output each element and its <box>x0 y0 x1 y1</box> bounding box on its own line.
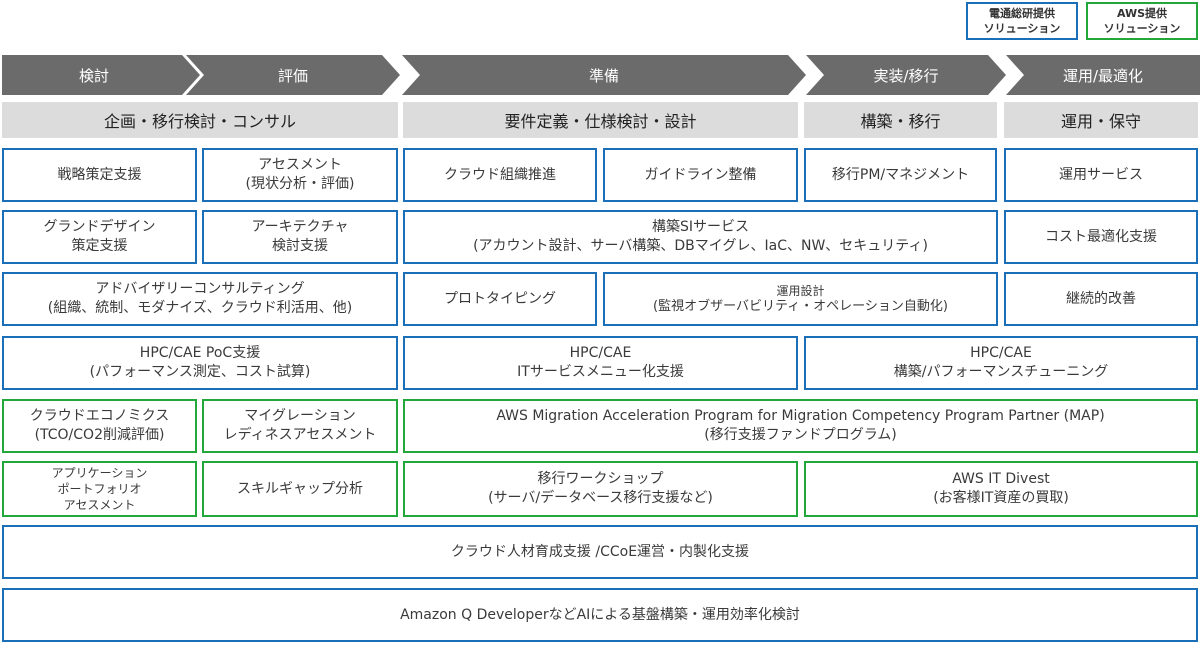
category-label: 構築・移行 <box>860 112 941 131</box>
category-operations: 運用・保守 <box>1004 102 1198 138</box>
box-text: AWS IT Divest <box>952 471 1050 487</box>
box-continuous-improvement: 継続的改善 <box>1004 272 1198 326</box>
box-text: AWS Migration Acceleration Program for M… <box>496 408 1105 424</box>
box-migration-pm: 移行PM/マネジメント <box>804 148 997 202</box>
box-hpc-it-service: HPC/CAE ITサービスメニュー化支援 <box>403 336 798 390</box>
box-text: アドバイザリーコンサルティング <box>95 281 305 297</box>
category-requirements: 要件定義・仕様検討・設計 <box>403 102 798 138</box>
box-application-portfolio: アプリケーション ポートフォリオ アセスメント <box>2 461 197 517</box>
category-label: 要件定義・仕様検討・設計 <box>504 112 697 131</box>
box-prototyping: プロトタイピング <box>403 272 597 326</box>
box-subtext: ポートフォリオ <box>57 482 142 496</box>
box-subtext: (組織、統制、モダナイズ、クラウド利活用、他) <box>47 300 353 316</box>
box-it-divest: AWS IT Divest (お客様IT資産の買取) <box>804 461 1198 517</box>
box-advisory-consulting: アドバイザリーコンサルティング (組織、統制、モダナイズ、クラウド利活用、他) <box>2 272 398 326</box>
box-subtext: (アカウント設計、サーバ構築、DBマイグレ、IaC、NW、セキュリティ) <box>473 238 928 254</box>
box-text: HPC/CAE <box>970 345 1032 361</box>
box-cost-optimization: コスト最適化支援 <box>1004 210 1198 264</box>
box-text: 移行ワークショップ <box>537 471 664 487</box>
phase-evaluate: 評価 <box>186 55 400 95</box>
box-text: Amazon Q DeveloperなどAIによる基盤構築・運用効率化検討 <box>400 606 800 623</box>
box-subtext: (サーバ/データベース移行支援など) <box>488 490 713 506</box>
box-text: HPC/CAE PoC支援 <box>139 345 261 361</box>
box-subtext: アセスメント <box>63 498 136 512</box>
box-text: 移行PM/マネジメント <box>831 166 970 183</box>
box-map-program: AWS Migration Acceleration Program for M… <box>403 399 1198 453</box>
box-skill-gap: スキルギャップ分析 <box>202 461 398 517</box>
phase-label: 検討 <box>78 66 109 85</box>
phase-label: 実装/移行 <box>873 66 939 85</box>
box-subtext: 構築/パフォーマンスチューニング <box>893 364 1109 380</box>
box-text: スキルギャップ分析 <box>237 480 363 497</box>
box-migration-readiness: マイグレーション レディネスアセスメント <box>202 399 398 453</box>
box-si-service: 構築SIサービス (アカウント設計、サーバ構築、DBマイグレ、IaC、NW、セキ… <box>403 210 998 264</box>
category-label: 運用・保守 <box>1060 112 1141 131</box>
box-text: アーキテクチャ <box>251 219 349 235</box>
box-text: グランドデザイン <box>43 219 156 235</box>
phase-prepare: 準備 <box>402 55 806 95</box>
box-grand-design: グランドデザイン 策定支援 <box>2 210 197 264</box>
box-architecture: アーキテクチャ 検討支援 <box>202 210 398 264</box>
box-hpc-build: HPC/CAE 構築/パフォーマンスチューニング <box>804 336 1198 390</box>
box-subtext: 策定支援 <box>71 238 128 254</box>
box-ops-service: 運用サービス <box>1004 148 1198 202</box>
legend-aws-line1: AWS提供 <box>1116 7 1168 20</box>
box-cloud-economics: クラウドエコノミクス (TCO/CO2削減評価) <box>2 399 197 453</box>
box-strategy-support: 戦略策定支援 <box>2 148 197 202</box>
legend-aws-line2: ソリューション <box>1103 22 1181 35</box>
category-build: 構築・移行 <box>804 102 997 138</box>
box-text: アプリケーション <box>51 466 148 480</box>
box-subtext: (お客様IT資産の買取) <box>933 490 1069 506</box>
box-text: 継続的改善 <box>1066 290 1136 307</box>
box-text: クラウドエコノミクス <box>29 408 170 424</box>
box-hpc-poc: HPC/CAE PoC支援 (パフォーマンス測定、コスト試算) <box>2 336 398 390</box>
box-text: プロトタイピング <box>444 290 556 307</box>
box-text: アセスメント <box>258 157 342 173</box>
box-text: HPC/CAE <box>569 345 632 361</box>
box-text: ガイドライン整備 <box>644 166 757 183</box>
box-migration-workshop: 移行ワークショップ (サーバ/データベース移行支援など) <box>403 461 798 517</box>
phase-label: 準備 <box>588 66 619 85</box>
box-text: 運用設計 <box>776 284 825 298</box>
box-subtext: (パフォーマンス測定、コスト試算) <box>89 364 311 380</box>
box-text: コスト最適化支援 <box>1045 228 1157 245</box>
box-text: マイグレーション <box>244 408 356 424</box>
category-label: 企画・移行検討・コンサル <box>103 112 296 131</box>
box-guideline: ガイドライン整備 <box>603 148 798 202</box>
legend-ntt-solution: 電通総研提供 ソリューション <box>966 2 1078 40</box>
box-text: 戦略策定支援 <box>57 166 142 183</box>
box-subtext: (TCO/CO2削減評価) <box>34 427 165 443</box>
box-assessment: アセスメント (現状分析・評価) <box>202 148 398 202</box>
phase-consider: 検討 <box>2 55 200 95</box>
legend-aws-solution: AWS提供 ソリューション <box>1086 2 1198 40</box>
box-ops-design: 運用設計 (監視オブザーバビリティ・オペレーション自動化) <box>603 272 998 326</box>
legend-ntt-line1: 電通総研提供 <box>989 7 1055 20</box>
box-subtext: ITサービスメニュー化支援 <box>517 364 684 380</box>
phase-label: 評価 <box>277 66 308 85</box>
box-text: クラウド人材育成支援 /CCoE運営・内製化支援 <box>450 543 750 560</box>
box-ai-efficiency: Amazon Q DeveloperなどAIによる基盤構築・運用効率化検討 <box>2 588 1198 642</box>
box-subtext: レディネスアセスメント <box>223 427 377 443</box>
box-cloud-organization: クラウド組織推進 <box>403 148 597 202</box>
phase-implement: 実装/移行 <box>806 55 1006 95</box>
legend-ntt-line2: ソリューション <box>983 22 1061 35</box>
phase-operate: 運用/最適化 <box>1006 55 1200 95</box>
box-subtext: (監視オブザーバビリティ・オペレーション自動化) <box>653 299 948 314</box>
phase-label: 運用/最適化 <box>1062 66 1144 85</box>
box-text: 構築SIサービス <box>651 219 749 235</box>
box-text: 運用サービス <box>1059 166 1143 183</box>
category-planning: 企画・移行検討・コンサル <box>2 102 398 138</box>
box-subtext: (現状分析・評価) <box>245 176 355 192</box>
box-subtext: (移行支援ファンドプログラム) <box>704 427 897 443</box>
box-subtext: 検討支援 <box>272 238 328 254</box>
box-cloud-talent: クラウド人材育成支援 /CCoE運営・内製化支援 <box>2 525 1198 579</box>
box-text: クラウド組織推進 <box>444 166 556 183</box>
